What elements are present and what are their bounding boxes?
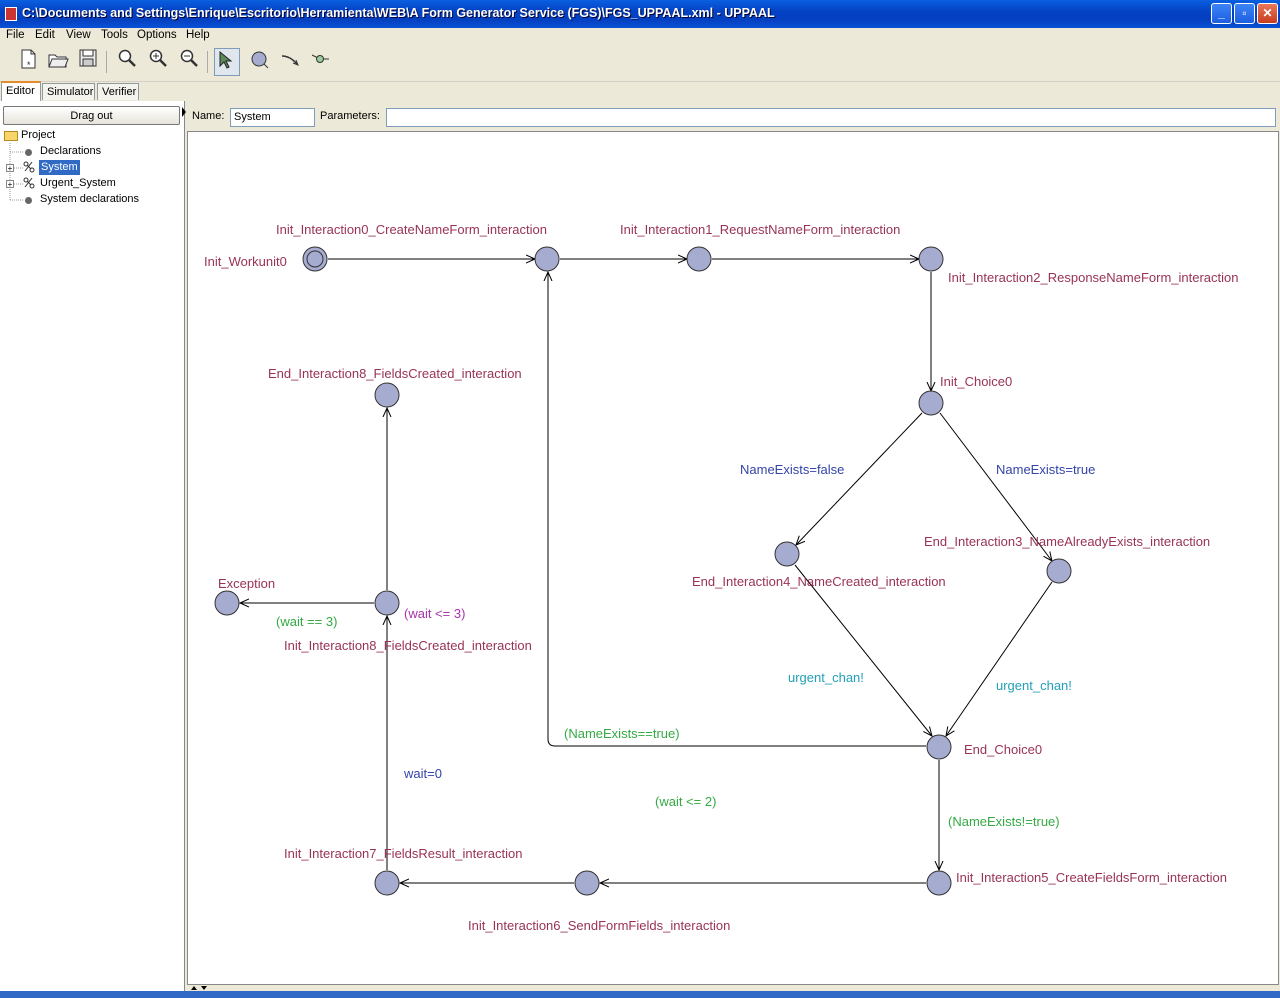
location-init-choice0[interactable] [918,390,944,416]
location-init-i0[interactable] [534,246,560,272]
close-button[interactable]: ✕ [1257,3,1278,24]
edge-end-choice0-to-i0[interactable] [548,272,926,747]
zoom-in-icon[interactable] [145,48,171,76]
system-template-icon [23,161,35,173]
automaton-diagram[interactable]: Init_Workunit0 Init_Interaction0_CreateN… [188,132,1278,984]
location-init-i1[interactable] [686,246,712,272]
edge-end-i4-to-end-choice0[interactable] [794,564,932,736]
tab-strip: Editor Simulator Verifier [0,81,1280,101]
location-init-i6[interactable] [574,870,600,896]
tab-simulator[interactable]: Simulator [42,83,95,100]
location-end-i8[interactable] [374,382,400,408]
label-init-i6: Init_Interaction6_SendFormFields_interac… [468,918,730,933]
system-declarations-dot-icon [25,197,32,204]
tab-verifier[interactable]: Verifier [97,83,139,100]
new-document-icon[interactable]: * [15,48,41,76]
label-sync-urgent-right: urgent_chan! [996,678,1072,693]
panel-collapse-icon[interactable] [181,107,187,117]
initial-location-marker [306,250,324,268]
label-guard-name-exists-neq: (NameExists!=true) [948,814,1060,829]
label-invariant-wait-le-2: (wait <= 2) [655,794,716,809]
minimize-button[interactable]: _ [1211,3,1232,24]
zoom-out-icon[interactable] [176,48,202,76]
taskbar-strip [0,991,1280,998]
project-panel: Drag out Project Declarations + System +… [0,101,187,991]
label-init-i2: Init_Interaction2_ResponseNameForm_inter… [948,270,1239,285]
label-invariant-wait-le-3: (wait <= 3) [404,606,465,621]
drag-out-button[interactable]: Drag out [3,106,180,125]
nail-tool-icon[interactable] [307,48,333,76]
tab-editor[interactable]: Editor [1,81,41,101]
urgent-system-template-icon [23,177,35,189]
parameters-label: Parameters: [320,110,380,122]
toolbar: * [0,45,1280,82]
title-bar: C:\Documents and Settings\Enrique\Escrit… [0,0,1280,28]
tree-item-system-declarations[interactable]: System declarations [40,193,140,205]
location-end-choice0[interactable] [926,734,952,760]
location-exception[interactable] [214,590,240,616]
tree-item-project[interactable]: Project [21,129,56,141]
location-end-i4[interactable] [774,541,800,567]
menu-view[interactable]: View [66,29,91,41]
zoom-icon[interactable] [114,48,140,76]
label-end-i3: End_Interaction3_NameAlreadyExists_inter… [924,534,1210,549]
declarations-dot-icon [25,149,32,156]
edge-end-i3-to-end-choice0[interactable] [946,581,1053,736]
location-end-i3[interactable] [1046,558,1072,584]
menu-edit[interactable]: Edit [35,29,55,41]
tree-item-system[interactable]: System [39,160,80,175]
location-init-i5[interactable] [926,870,952,896]
label-init-choice0: Init_Choice0 [940,374,1012,389]
label-assign-name-exists-true: NameExists=true [996,462,1095,477]
location-tool-icon[interactable] [246,48,272,76]
menu-help[interactable]: Help [186,29,210,41]
menu-bar: File Edit View Tools Options Help [0,28,1280,45]
label-exception: Exception [218,576,275,591]
save-icon[interactable] [75,48,101,76]
menu-file[interactable]: File [6,29,25,41]
location-init-i7[interactable] [374,870,400,896]
window-title: C:\Documents and Settings\Enrique\Escrit… [22,6,775,20]
menu-tools[interactable]: Tools [101,29,128,41]
location-init-i2[interactable] [918,246,944,272]
label-assign-name-exists-false: NameExists=false [740,462,844,477]
edge-choice0-to-end-i3[interactable] [939,412,1052,561]
expand-urgent-system-icon[interactable]: + [6,180,14,189]
label-guard-wait-eq-3: (wait == 3) [276,614,337,629]
parameters-field[interactable] [386,108,1276,127]
tree-item-declarations[interactable]: Declarations [40,145,102,157]
template-properties: Name: System Parameters: [186,101,1280,131]
label-end-i4: End_Interaction4_NameCreated_interaction [692,574,946,589]
splitter-arrows-icon[interactable] [190,985,210,991]
label-init-workunit0: Init_Workunit0 [204,254,287,269]
expand-system-icon[interactable]: + [6,164,14,173]
label-assign-wait0: wait=0 [403,766,442,781]
edge-tool-icon[interactable] [277,48,303,76]
template-canvas[interactable]: Init_Workunit0 Init_Interaction0_CreateN… [187,131,1279,985]
name-field[interactable]: System [230,108,315,127]
label-end-choice0: End_Choice0 [964,742,1042,757]
app-icon [5,7,17,21]
label-init-i8: Init_Interaction8_FieldsCreated_interact… [284,638,532,653]
svg-text:*: * [27,60,31,70]
label-guard-name-exists-eq: (NameExists==true) [564,726,680,741]
location-init-i8[interactable] [374,590,400,616]
menu-options[interactable]: Options [137,29,177,41]
edge-choice0-to-end-i4[interactable] [796,412,923,545]
name-label: Name: [192,110,225,122]
select-tool-icon[interactable] [214,48,240,76]
label-end-i8: End_Interaction8_FieldsCreated_interacti… [268,366,522,381]
label-init-i1: Init_Interaction1_RequestNameForm_intera… [620,222,900,237]
label-init-i7: Init_Interaction7_FieldsResult_interacti… [284,846,522,861]
tree-item-urgent-system[interactable]: Urgent_System [40,177,116,189]
project-folder-icon [4,131,18,141]
label-init-i0: Init_Interaction0_CreateNameForm_interac… [276,222,547,237]
label-init-i5: Init_Interaction5_CreateFieldsForm_inter… [956,870,1227,885]
label-sync-urgent-left: urgent_chan! [788,670,864,685]
maximize-button[interactable]: ▫ [1234,3,1255,24]
open-folder-icon[interactable] [45,48,71,76]
